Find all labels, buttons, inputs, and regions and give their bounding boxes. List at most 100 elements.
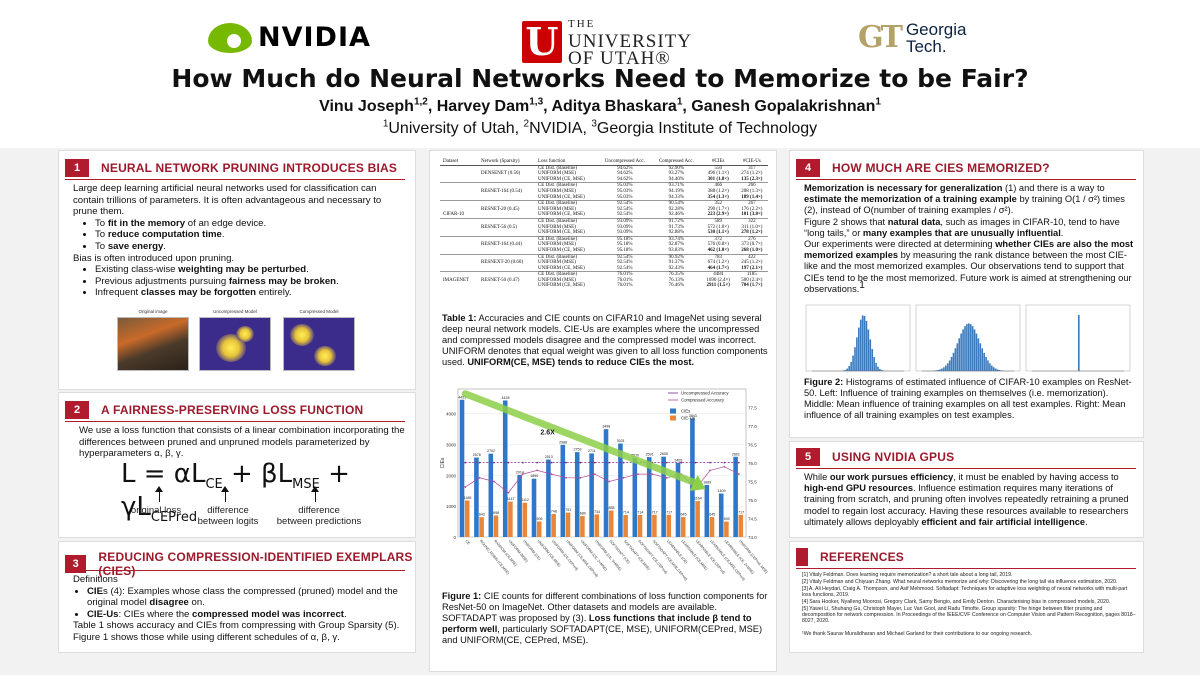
accuracy-point xyxy=(694,461,697,464)
table-cell xyxy=(440,217,479,225)
bar-value-label: 717 xyxy=(652,510,658,514)
table-cell: 572 (1.0×) xyxy=(707,224,729,230)
section-title: A FAIRNESS-PRESERVING LOSS FUNCTION xyxy=(101,403,364,417)
affiliation: Georgia Institute of Technology xyxy=(596,120,818,137)
table-1-caption: Table 1: Accuracies and CIE counts on CI… xyxy=(442,313,768,367)
table-cell: 101 (3.8×) xyxy=(741,212,763,218)
x-tick-label: UNIFORM (CE,CEPred) xyxy=(551,539,579,571)
bar-cie-us xyxy=(666,514,672,537)
bar-value-label: 2711 xyxy=(588,449,596,453)
table-cell: UNIFORM (CE, MSE) xyxy=(537,265,585,271)
table-cell: CE Dist. (Baseline) xyxy=(534,182,598,189)
author-name: Harvey Dam xyxy=(436,98,530,115)
table-cell: 94.62% xyxy=(617,171,633,177)
bar-cie-us xyxy=(580,516,585,537)
table-cell: 266 xyxy=(735,182,768,189)
y2-tick-label: 77.5 xyxy=(748,406,757,411)
bar-cies xyxy=(690,418,695,537)
accuracy-point xyxy=(478,476,481,479)
bar-value-label: 645 xyxy=(681,513,687,517)
histogram-bar xyxy=(994,368,997,371)
histogram-bar xyxy=(996,369,999,371)
bar-cies xyxy=(675,462,681,537)
definitions-heading: Definitions xyxy=(73,574,118,585)
histogram-bar xyxy=(979,343,982,371)
list-item: Existing class-wise weighting may be per… xyxy=(95,264,403,276)
section-3-panel: 3 REDUCING COMPRESSION-IDENTIFIED EXEMPL… xyxy=(58,541,416,653)
bar-cies xyxy=(603,429,609,537)
table-cell: UNIFORM (MSE) xyxy=(537,242,576,248)
histogram-bar xyxy=(871,349,874,371)
histogram-bar xyxy=(989,363,991,371)
table-cell: UNIFORM (CE, MSE) xyxy=(537,212,585,218)
y2-tick-label: 74.5 xyxy=(748,517,757,522)
accuracy-point xyxy=(622,476,625,479)
bar-value-label: 714 xyxy=(623,510,629,514)
bar-cies xyxy=(560,444,566,537)
utah-university: UNIVERSITY xyxy=(568,31,692,52)
table-cell xyxy=(440,200,479,207)
table-cell: 93.71% xyxy=(652,182,701,189)
y2-tick-label: 76.0 xyxy=(748,461,757,466)
histogram-bar xyxy=(863,315,866,371)
table-cell: 500 (2.4×) xyxy=(741,277,763,283)
affiliation: University of Utah xyxy=(388,120,515,137)
bar-value-label: 1185 xyxy=(464,496,472,500)
table-cell: 93.09% xyxy=(617,224,633,230)
bar-value-label: 2702 xyxy=(487,449,495,453)
section-1-body: Large deep learning artificial neural ne… xyxy=(73,183,403,299)
bar-value-label: 1409 xyxy=(718,489,726,493)
accuracy-point xyxy=(737,473,740,475)
bias-list: Existing class-wise weighting may be per… xyxy=(95,264,403,299)
histogram-bar xyxy=(992,367,995,371)
bar-value-label: 2753 xyxy=(574,448,582,452)
table-cell: 496 (1.1×) xyxy=(707,171,729,177)
table-row: RESNET-164 (0.54)UNIFORM (MSE)95.03%94.1… xyxy=(440,189,768,195)
loss-equation: L = αLCE + βLMSE + γLCEPred xyxy=(121,459,350,526)
affiliation-list: 1University of Utah, 2NVIDIA, 3Georgia I… xyxy=(382,118,818,137)
bar-cies xyxy=(632,457,638,537)
author-name: Vinu Joseph xyxy=(319,98,414,115)
table-cell: 372 xyxy=(700,235,736,243)
table-cell: 93.74% xyxy=(652,235,701,243)
histogram-bar xyxy=(977,338,980,371)
table-cell: 317 xyxy=(748,165,756,171)
accuracy-point xyxy=(737,461,740,464)
references-panel: REFERENCES [1] Vitaly Feldman. Does lear… xyxy=(789,541,1144,653)
table-cell: 92.88% xyxy=(668,230,685,236)
table-cell: CE Dist. (Baseline) xyxy=(534,235,598,243)
y-axis-label: CIEs xyxy=(440,457,446,468)
section-rule xyxy=(796,179,1136,180)
acknowledgement: ¹We thank Saurav Muralidharan and Michae… xyxy=(802,630,1033,637)
table-cell: 1690 (2.4×) xyxy=(706,277,731,283)
table-row: UNIFORM (CE, MSE)93.09%92.88%530 (1.1×)2… xyxy=(440,230,768,236)
bar-cies xyxy=(488,453,494,537)
table-cell: 223 (2.9×) xyxy=(707,212,729,218)
bar-value-label: 2578 xyxy=(473,453,481,457)
uncompressed-heatmap xyxy=(199,317,271,371)
table-cell: RESNET-164 (0.44) xyxy=(481,242,522,248)
table-header-cell: Uncompressed Acc. xyxy=(597,159,653,166)
bar-cie-us xyxy=(464,500,470,537)
histogram-bar xyxy=(865,321,868,371)
section-5-panel: 5 USING NVIDIA GPUS While our work pursu… xyxy=(789,441,1144,538)
histogram-bar xyxy=(981,348,984,371)
histogram-bar xyxy=(956,343,959,371)
heatmap-blob xyxy=(236,326,254,342)
bar-value-label: 3031 xyxy=(617,439,625,443)
table-cell: 90.92% xyxy=(652,253,701,261)
histogram-bar xyxy=(998,369,1001,371)
table-cell xyxy=(478,182,535,189)
legend-swatch xyxy=(670,408,676,414)
table-cell: 94.33% xyxy=(668,194,685,200)
table-header-cell: Dataset xyxy=(440,159,479,166)
histogram-bar xyxy=(1078,315,1080,371)
table-cell: 92.54% xyxy=(617,265,633,271)
bar-cie-us xyxy=(709,517,715,537)
y2-tick-label: 77.0 xyxy=(748,424,757,429)
section-3-body: Definitions CIEs (4): Examples whose cla… xyxy=(73,574,409,644)
bar-cies xyxy=(718,493,724,537)
